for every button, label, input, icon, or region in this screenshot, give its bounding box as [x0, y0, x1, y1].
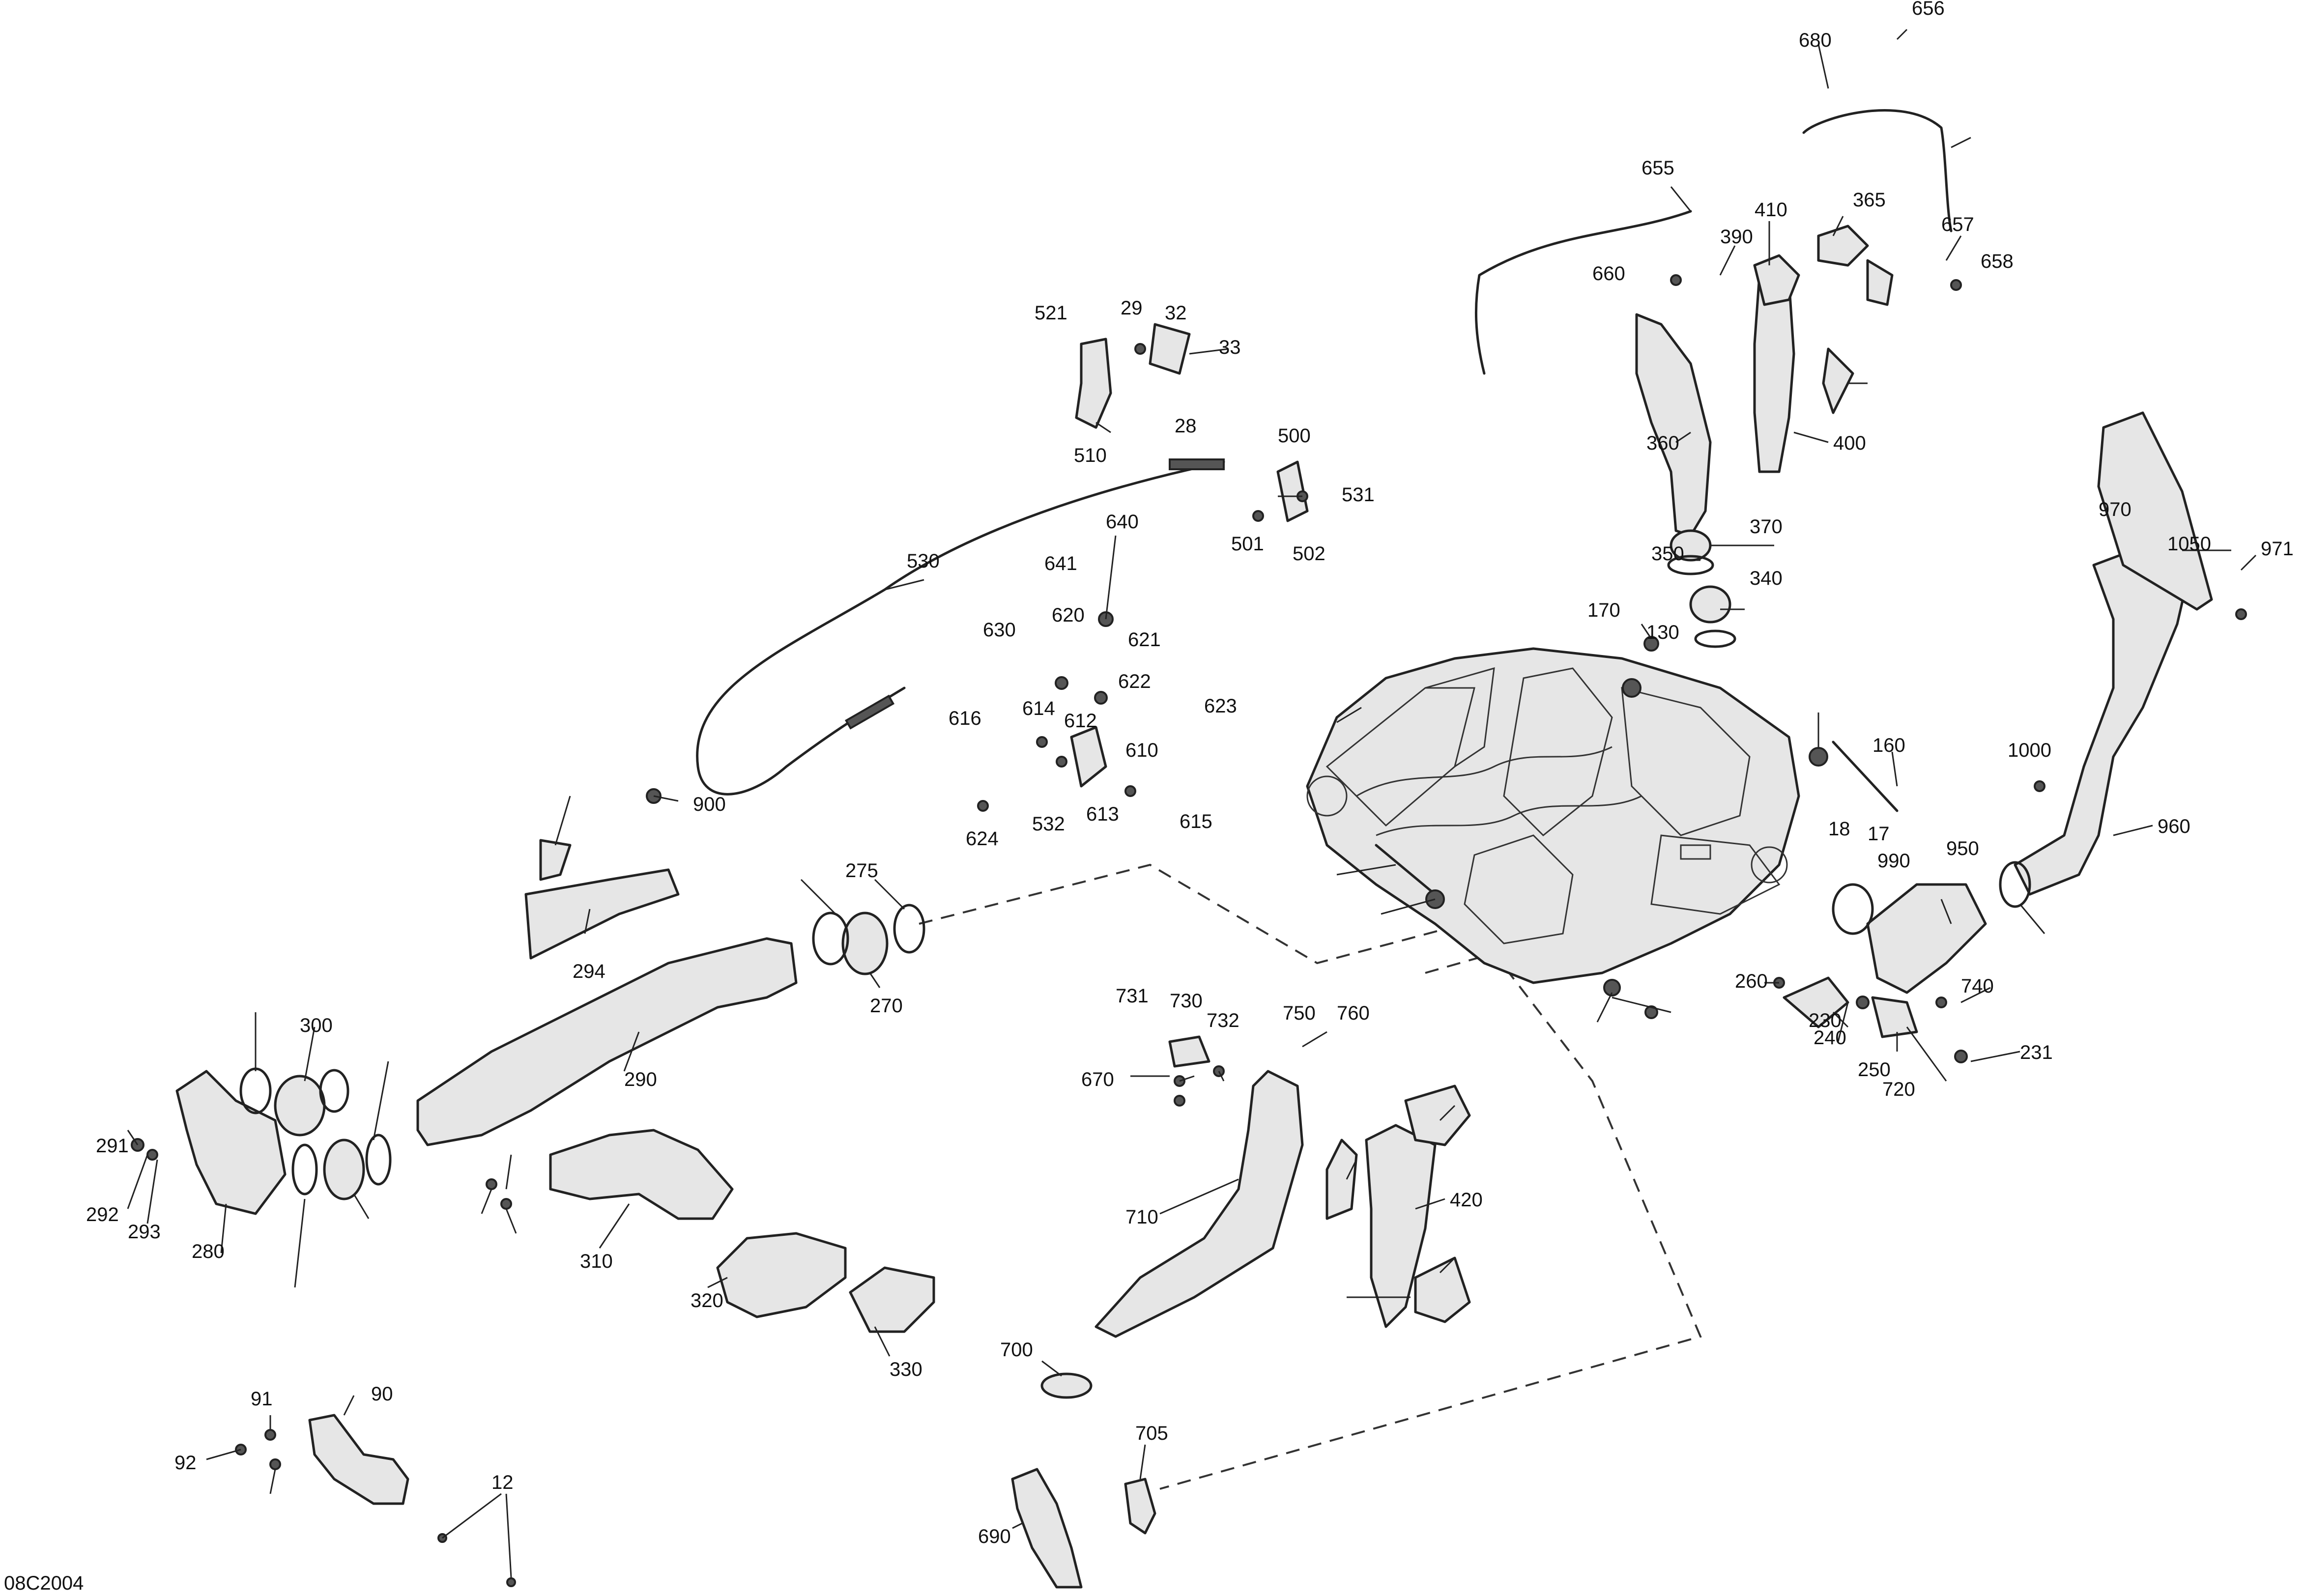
callout-28: 28	[1175, 415, 1197, 437]
callout-700: 700	[1000, 1339, 1033, 1361]
callout-292: 292	[86, 1204, 119, 1226]
callout-656: 656	[1912, 0, 1945, 19]
callout-291: 291	[96, 1135, 129, 1157]
callout-732: 732	[1207, 1010, 1239, 1031]
callout-293: 293	[128, 1221, 161, 1243]
callout-990: 990	[1877, 850, 1910, 872]
callout-621: 621	[1128, 629, 1161, 651]
callout-657: 657	[1941, 214, 1974, 235]
callout-971: 971	[2261, 538, 2294, 560]
callout-620: 620	[1052, 604, 1085, 626]
callout-labels: 12 17 18 28 29 32 33 90 91 92 130 160 17…	[4, 0, 2294, 1594]
callout-275: 275	[845, 860, 878, 882]
callout-623: 623	[1204, 695, 1237, 717]
callout-294: 294	[573, 961, 605, 982]
callout-18: 18	[1828, 818, 1850, 840]
callout-500: 500	[1278, 425, 1311, 447]
engine-block	[1306, 647, 1800, 984]
callout-365: 365	[1853, 189, 1886, 211]
callout-950: 950	[1946, 838, 1979, 859]
callout-230: 230	[1809, 1010, 1842, 1031]
callout-260: 260	[1735, 970, 1768, 992]
callout-615: 615	[1180, 811, 1212, 832]
callout-390: 390	[1720, 226, 1753, 248]
callout-624: 624	[966, 828, 999, 850]
callout-612: 612	[1064, 710, 1097, 732]
callout-730: 730	[1170, 990, 1203, 1012]
throttle-cable	[696, 458, 1225, 796]
callout-641: 641	[1044, 553, 1077, 574]
callout-33: 33	[1219, 337, 1241, 358]
callout-270: 270	[870, 995, 903, 1017]
callout-170: 170	[1587, 599, 1620, 621]
callout-290: 290	[624, 1069, 657, 1090]
callout-360: 360	[1646, 432, 1679, 454]
leader-lines	[127, 28, 2257, 1578]
callout-640: 640	[1106, 511, 1139, 533]
callout-690: 690	[978, 1526, 1011, 1547]
callout-710: 710	[1125, 1206, 1158, 1228]
callout-660: 660	[1592, 263, 1625, 285]
callout-622: 622	[1118, 671, 1151, 692]
lower-exhaust	[1011, 1070, 1471, 1589]
callout-92: 92	[174, 1452, 197, 1474]
dashed-reference-lines	[919, 863, 1702, 1490]
callout-658: 658	[1981, 251, 2014, 272]
callout-614: 614	[1022, 698, 1055, 719]
callout-250: 250	[1858, 1059, 1891, 1081]
callout-532: 532	[1032, 813, 1065, 835]
callout-12: 12	[491, 1472, 514, 1493]
callout-90: 90	[371, 1383, 393, 1405]
callout-750: 750	[1283, 1002, 1316, 1024]
callout-613: 613	[1086, 803, 1119, 825]
callout-720: 720	[1882, 1079, 1915, 1100]
callout-400: 400	[1833, 432, 1866, 454]
callout-970: 970	[2099, 499, 2131, 520]
callout-420: 420	[1450, 1189, 1483, 1211]
callout-130: 130	[1646, 622, 1679, 643]
callout-32: 32	[1165, 302, 1187, 324]
callout-160: 160	[1872, 735, 1905, 756]
callout-231: 231	[2020, 1042, 2053, 1063]
callout-960: 960	[2158, 816, 2190, 837]
callout-502: 502	[1293, 543, 1325, 565]
callout-91: 91	[251, 1388, 273, 1410]
callout-616: 616	[949, 708, 981, 729]
callout-320: 320	[691, 1290, 723, 1311]
callout-740: 740	[1961, 975, 1994, 997]
callout-300: 300	[300, 1015, 333, 1036]
callout-531: 531	[1342, 484, 1375, 506]
air-intake-ducts	[175, 839, 935, 1505]
callout-17: 17	[1868, 823, 1890, 845]
callout-655: 655	[1642, 157, 1674, 179]
callout-521: 521	[1035, 302, 1067, 324]
callout-705: 705	[1135, 1423, 1168, 1444]
callout-330: 330	[890, 1359, 922, 1380]
callout-240: 240	[1814, 1027, 1846, 1049]
callout-501: 501	[1231, 533, 1264, 555]
callout-370: 370	[1750, 516, 1783, 538]
callout-1000: 1000	[2008, 740, 2051, 761]
callout-350: 350	[1651, 543, 1684, 565]
fasteners	[131, 274, 2247, 1587]
callout-310: 310	[580, 1251, 613, 1272]
callout-340: 340	[1750, 568, 1783, 589]
diagram-code: 08C2004	[4, 1572, 84, 1594]
callout-29: 29	[1121, 297, 1143, 319]
right-airbox	[1832, 411, 2213, 994]
upper-tubes	[1474, 109, 1953, 648]
callout-280: 280	[192, 1241, 225, 1262]
callout-900: 900	[693, 794, 726, 815]
callout-680: 680	[1799, 29, 1832, 51]
callout-630: 630	[983, 619, 1016, 641]
callout-510: 510	[1074, 445, 1107, 466]
callout-1050: 1050	[2167, 533, 2211, 555]
callout-530: 530	[907, 550, 940, 572]
callout-731: 731	[1116, 985, 1149, 1007]
callout-760: 760	[1337, 1002, 1370, 1024]
callout-670: 670	[1081, 1069, 1114, 1090]
callout-410: 410	[1755, 199, 1787, 221]
callout-610: 610	[1125, 740, 1158, 761]
